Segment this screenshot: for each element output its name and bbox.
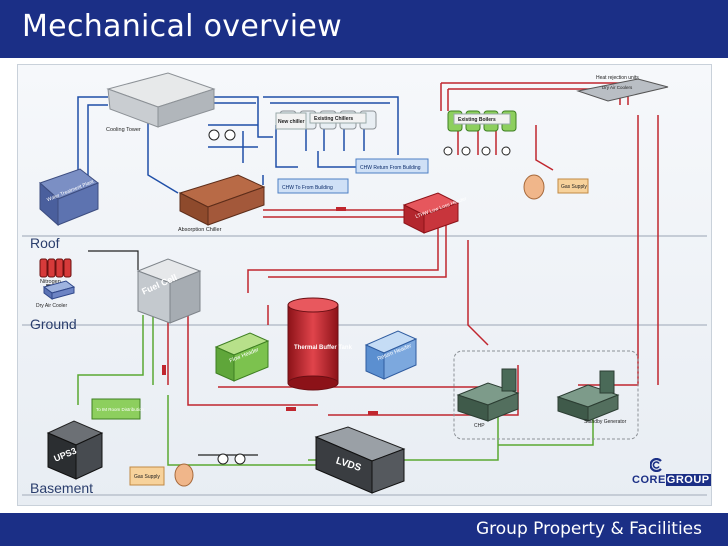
zone-label-roof: Roof (30, 235, 60, 251)
flow-header (214, 332, 270, 382)
zone-label-ground: Ground (30, 316, 77, 332)
chw-return-label: CHW Return From Building (360, 165, 421, 171)
gas-supply-basement-label: Gas Supply (134, 474, 160, 480)
standby-generator-label: Standby Generator (584, 419, 627, 425)
footer-text: Group Property & Facilities (475, 519, 702, 539)
mechanical-diagram: Cooling Tower Water Treatment Plant New … (17, 64, 712, 506)
lvds-unit (314, 426, 406, 494)
lthw-pipework (167, 82, 659, 416)
chw-to-box (277, 178, 349, 194)
zone-separators (22, 235, 707, 496)
gas-meter-roof (523, 174, 545, 200)
gas-supply-roof-box (557, 178, 589, 194)
logo-text: COREGROUP (632, 474, 711, 486)
chw-to-label: CHW To From Building (282, 185, 333, 191)
existing-boilers-label: Existing Boilers (458, 117, 496, 123)
nitrogen-label: Nitrogen (40, 279, 61, 285)
chp-label: CHP (474, 423, 485, 429)
cooling-tower-label: Cooling Tower (106, 127, 141, 133)
existing-chillers-label-box (309, 112, 367, 124)
cooling-tower (106, 72, 216, 128)
core-group-logo: COREGROUP (632, 458, 711, 488)
existing-boilers-label-box (453, 113, 511, 125)
gas-meter-basement (174, 463, 194, 487)
fuel-cell (136, 258, 202, 324)
dry-air-cooler (42, 280, 76, 300)
heat-rejection-label: Heat rejection units (596, 75, 639, 81)
zone-label-basement: Basement (30, 480, 93, 496)
return-header (364, 330, 418, 380)
new-chiller-label: New chiller (278, 119, 304, 125)
absorption-chiller-label: Absorption Chiller (178, 227, 222, 233)
thermal-buffer-tank (287, 297, 339, 391)
plant-enclosure (453, 350, 639, 440)
diagram-canvas: Cooling Tower Water Treatment Plant New … (22, 72, 707, 496)
to-im-room-box (91, 398, 141, 420)
slide-footer: Group Property & Facilities (0, 513, 728, 546)
pump-icons (208, 129, 511, 465)
gas-supply-basement-box (129, 466, 165, 486)
water-treatment-plant (39, 168, 99, 227)
logo-text-group: GROUP (665, 474, 711, 486)
ups-unit (46, 420, 104, 480)
logo-mark-icon (650, 458, 662, 472)
thermal-buffer-label: Thermal Buffer Tank (294, 345, 353, 351)
nitrogen-cylinders (39, 258, 72, 278)
standby-generator (556, 370, 620, 422)
absorption-chiller (178, 174, 266, 226)
to-im-room-label: To IM Room Distribution (96, 407, 145, 412)
power-lines (77, 315, 594, 466)
existing-chillers-label: Existing Chillers (314, 116, 353, 122)
dry-air-cooler-label: Dry Air Cooler (36, 303, 67, 309)
gas-supply-roof-label: Gas Supply (561, 184, 587, 190)
chp-unit (456, 368, 520, 422)
logo-text-core: CORE (632, 474, 666, 486)
slide-header: Mechanical overview (0, 0, 728, 58)
flow-arrows (162, 207, 378, 415)
lthw-header (402, 192, 460, 234)
new-chiller-label-box (275, 112, 307, 130)
heat-rejection-units (576, 78, 669, 102)
dry-air-coolers-label: Dry Air Coolers (602, 85, 633, 90)
chw-pipework (77, 96, 399, 194)
chw-return-box (355, 158, 429, 174)
slide-title: Mechanical overview (22, 9, 343, 44)
